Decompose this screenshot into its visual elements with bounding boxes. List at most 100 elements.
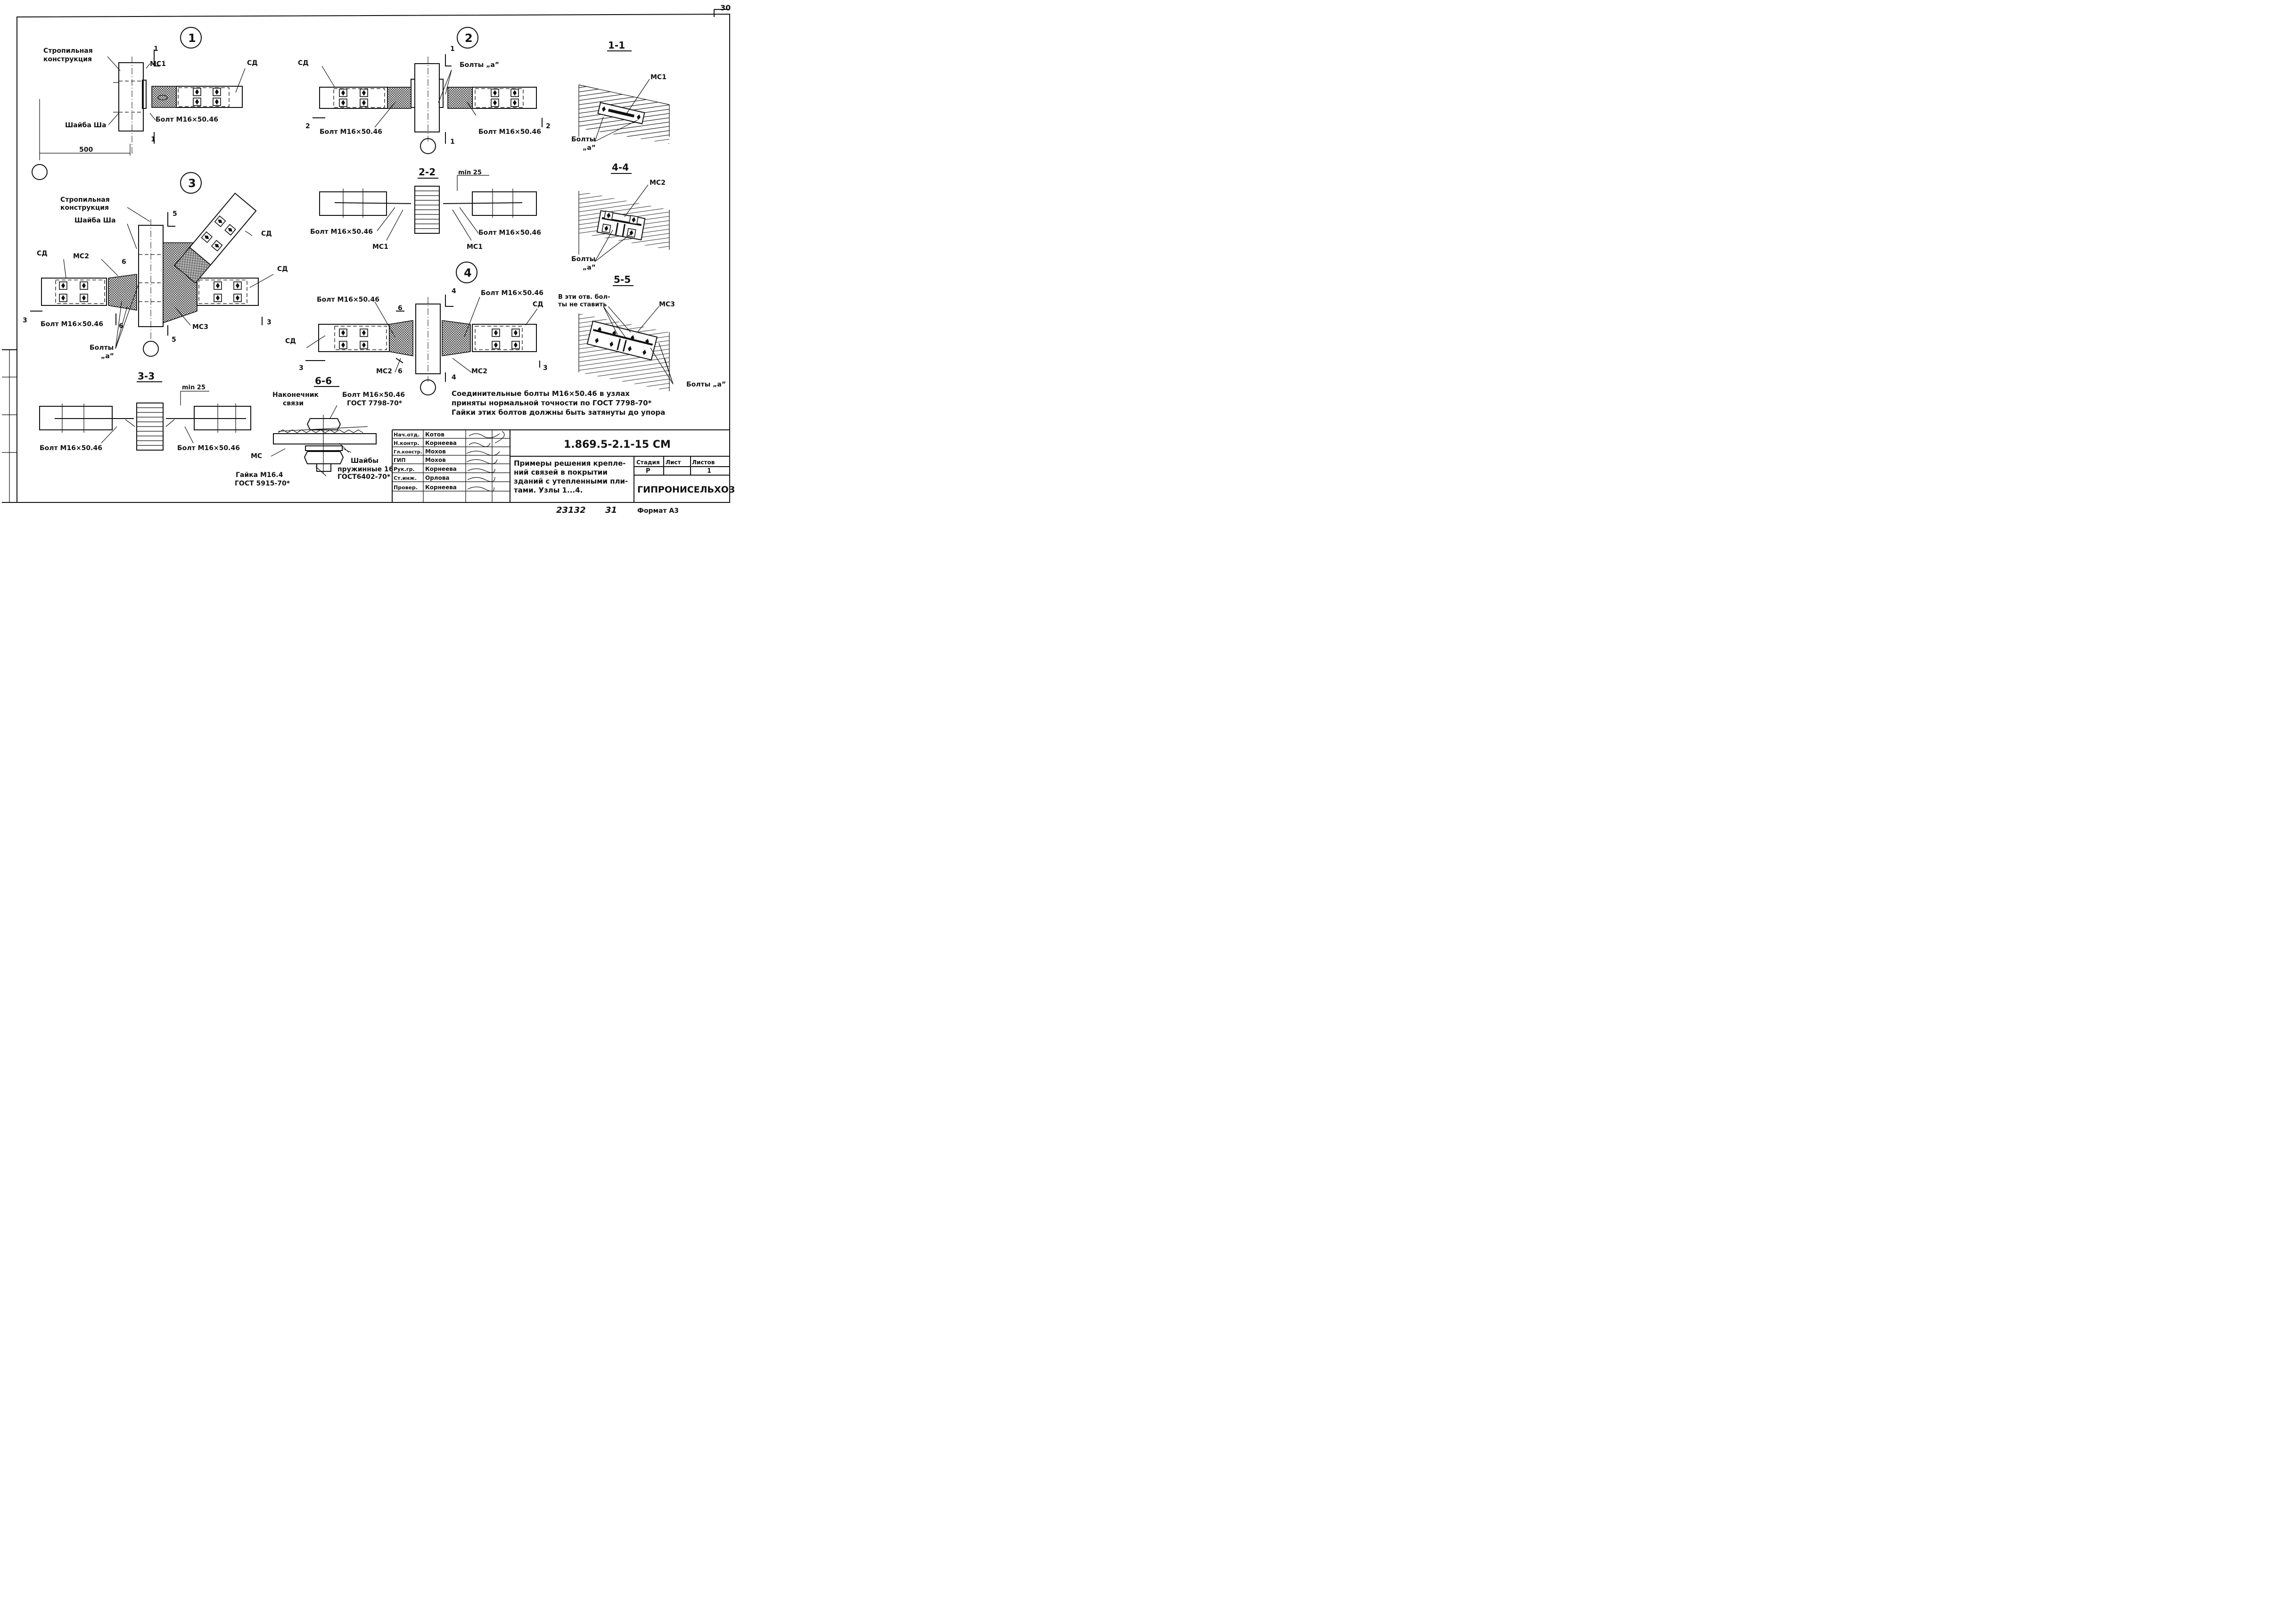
staff-name: Котов: [425, 431, 444, 438]
sheet-frame: 30: [2, 3, 731, 503]
section-title: 6-6: [315, 375, 332, 386]
section-5-5: 5-5 В эти отв. бол- ты не ставить МС3 Бо…: [558, 274, 726, 391]
label-mc3: МС3: [192, 323, 208, 331]
node-4: 4 4 4 6 6 Болт М16×50.46 Болт М16×50.46 …: [285, 262, 548, 395]
label-mc3: МС3: [659, 301, 675, 308]
label-bolty: Болты: [571, 136, 595, 143]
label-mc1: МС1: [650, 74, 667, 81]
sheets-header: Листов: [692, 459, 715, 466]
section-title: 3-3: [138, 370, 155, 382]
label-bolt: Болт М16×50.46: [320, 128, 382, 136]
label-bolty: „а”: [583, 144, 596, 152]
section-4-4: 4-4 МС2 Болты „а”: [571, 162, 670, 271]
node-number: 1: [188, 32, 196, 45]
label-stropilnaya: Стропильная: [60, 196, 110, 204]
label-sd: СД: [285, 337, 296, 345]
label-v-eti: В эти отв. бол-: [558, 294, 610, 301]
title-line: ний связей в покрытии: [514, 468, 608, 477]
section-mark: 2: [305, 123, 310, 130]
general-notes: Соединительные болты М16×50.46 в узлах п…: [452, 389, 665, 417]
section-mark: 4: [452, 374, 456, 381]
page-number: 31: [605, 505, 617, 515]
stage-value: Р: [646, 468, 650, 475]
label-sd: СД: [533, 301, 543, 308]
inventory-number: 23132: [556, 505, 586, 515]
label-bolt: Болт М16×50.46: [478, 128, 541, 136]
section-mark: 1: [450, 138, 455, 146]
label-bolt: Болт М16×50.46: [317, 296, 379, 304]
section-mark: 3: [543, 364, 548, 372]
section-mark: 1: [450, 45, 455, 53]
section-mark: 3: [299, 364, 304, 372]
signatures: [466, 431, 505, 492]
section-mark: 3: [267, 319, 272, 326]
node-circle: [180, 27, 202, 49]
label-mc2: МС2: [73, 253, 89, 260]
label-stropilnaya: Стропильная: [43, 47, 93, 55]
label-shaiby: ГОСТ6402-70*: [337, 473, 391, 481]
label-bolty: Болты: [571, 255, 595, 263]
node-number: 2: [465, 32, 473, 45]
sheets-value: 1: [707, 468, 711, 475]
label-bolt: Болт М16×50.46: [156, 116, 218, 123]
section-1-1: 1-1 МС1 Болты „а”: [571, 40, 670, 152]
label-bolt-gost: Болт М16×50.46: [342, 391, 405, 399]
label-bolt: Болт М16×50.46: [177, 444, 240, 452]
label-stropilnaya: конструкция: [60, 204, 109, 212]
staff-role: Гл.констр.: [394, 450, 422, 455]
staff-name: Корнеева: [425, 484, 457, 491]
section-mark: 6: [119, 322, 123, 330]
label-shaiby: Шайбы: [351, 457, 379, 465]
section-title: 1-1: [608, 40, 625, 51]
node-number: 4: [464, 266, 472, 279]
label-v-eti: ты не ставить: [558, 301, 607, 308]
label-stropilnaya: конструкция: [43, 56, 92, 63]
label-mc2: МС2: [650, 179, 666, 187]
label-bolt: Болт М16×50.46: [41, 321, 103, 328]
staff-name: Корнеева: [425, 466, 457, 472]
label-nakonechnik: связи: [283, 400, 304, 407]
staff-role: Нач.отд.: [394, 432, 420, 438]
note-line: Соединительные болты М16×50.46 в узлах: [452, 389, 630, 398]
label-bolty: Болты: [90, 344, 114, 352]
label-bolt: Болт М16×50.46: [310, 228, 373, 236]
section-mark: 3: [23, 317, 27, 324]
title-line: тами. Узлы 1...4.: [514, 486, 583, 494]
section-mark: 6: [398, 368, 403, 375]
label-bolt-gost: ГОСТ 7798-70*: [347, 400, 403, 407]
label-shaiba: Шайба Ша: [74, 217, 115, 224]
section-mark: 1: [151, 136, 156, 143]
label-sd: СД: [298, 59, 309, 67]
node-number: 3: [188, 177, 196, 190]
label-min25: min 25: [458, 169, 482, 176]
label-mc2: МС2: [471, 368, 487, 375]
staff-name: Мохов: [425, 448, 446, 455]
label-bolt: Болт М16×50.46: [40, 444, 102, 452]
section-title: 2-2: [419, 166, 436, 178]
staff-table: Нач.отд. Котов Н.контр. Корнеева Гл.конс…: [394, 431, 457, 491]
section-mark: 1: [154, 45, 158, 53]
format-label: Формат А3: [637, 507, 679, 515]
section-6-6: 6-6 Наконечник связи Болт М16×50.46 ГОСТ…: [235, 375, 405, 487]
label-sd: СД: [247, 59, 258, 67]
node-2: 2 СД Болты „а” 1 1 2 2 Болт М16×50.46 Бо…: [298, 27, 551, 154]
title-line: зданий с утепленными пли-: [514, 477, 628, 485]
label-mc2: МС2: [376, 368, 392, 375]
label-mc: МС: [251, 452, 262, 460]
staff-name: Корнеева: [425, 440, 457, 446]
section-3-3: 3-3 min 25 Болт М16×50.46 Болт М16×50.46: [39, 370, 251, 452]
sheet-header: Лист: [666, 459, 681, 466]
section-mark: 5: [173, 210, 177, 218]
section-mark: 5: [172, 336, 176, 344]
section-mark: 6: [398, 304, 403, 312]
label-sd: СД: [37, 250, 48, 257]
staff-name: Мохов: [425, 457, 446, 463]
label-mc1: МС1: [372, 243, 388, 251]
dimension-500: 500: [79, 146, 93, 154]
label-bolty-a: Болты „а”: [686, 381, 726, 388]
staff-role: Провер.: [394, 485, 418, 491]
section-mark: 6: [122, 258, 126, 266]
staff-role: Рук.гр.: [394, 466, 415, 472]
staff-role: Н.контр.: [394, 440, 419, 446]
stage-header: Стадия: [636, 459, 660, 466]
